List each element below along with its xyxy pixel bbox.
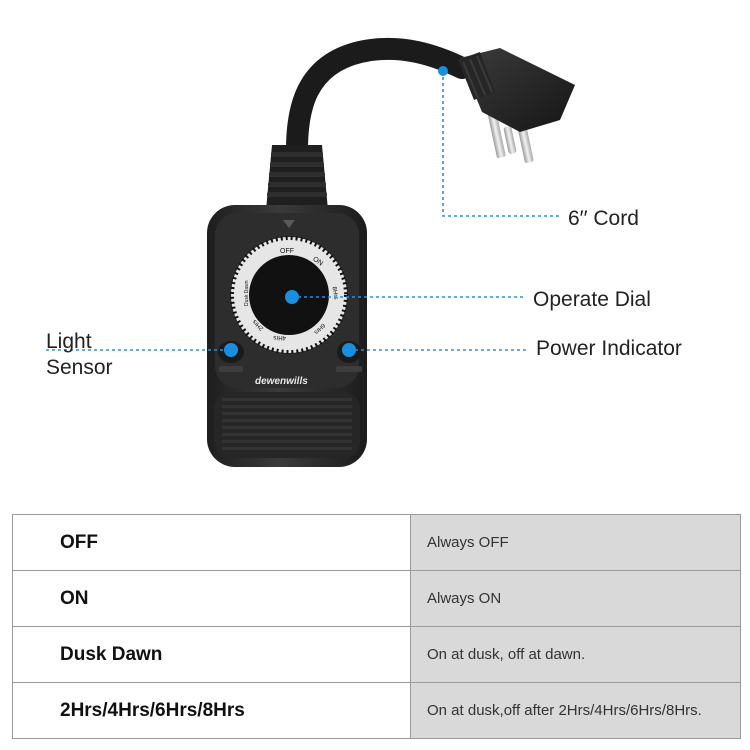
cord-callout-label: 6′′ Cord [568, 207, 639, 230]
strain-relief [266, 145, 328, 210]
mode-name: 2Hrs/4Hrs/6Hrs/8Hrs [12, 682, 411, 739]
table-row: ON Always ON [12, 570, 741, 627]
mode-name: Dusk Dawn [12, 626, 411, 683]
power-cord [286, 37, 473, 161]
light-sensor-label-line2: Sensor [46, 356, 113, 379]
power-indicator-callout-label: Power Indicator [536, 337, 682, 360]
callout-lines [46, 71, 560, 351]
table-row: 2Hrs/4Hrs/6Hrs/8Hrs On at dusk,off after… [12, 682, 741, 739]
dial-callout-label: Operate Dial [533, 288, 651, 311]
table-row: OFF Always OFF [12, 514, 741, 571]
mode-description: On at dusk,off after 2Hrs/4Hrs/6Hrs/8Hrs… [410, 682, 741, 739]
mode-table: OFF Always OFF ON Always ON Dusk Dawn On… [12, 514, 741, 739]
dial-mark-off: OFF [280, 248, 294, 255]
light-sensor-label-line1: Light [46, 330, 92, 353]
mode-description: On at dusk, off at dawn. [410, 626, 741, 683]
callout-dots [224, 66, 448, 357]
light-sensor-callout-label: Light Sensor [46, 329, 166, 381]
mode-description: Always OFF [410, 514, 741, 571]
mode-name: OFF [12, 514, 411, 571]
dial-mark-8hrs: 8Hrs [331, 286, 339, 300]
timer-illustration: OFF ON 8Hrs 6Hrs 4Hrs 2Hrs Dusk Dawn dew… [46, 37, 575, 467]
dial-mark-on: ON [311, 256, 324, 268]
dial-mark-dusk-dawn: Dusk Dawn [244, 280, 250, 306]
table-row: Dusk Dawn On at dusk, off at dawn. [12, 626, 741, 683]
plug [458, 48, 575, 163]
mode-name: ON [12, 570, 411, 627]
mode-description: Always ON [410, 570, 741, 627]
dial-mark-4hrs: 4Hrs [273, 334, 286, 340]
brand-logo: dewenwills [255, 376, 308, 387]
